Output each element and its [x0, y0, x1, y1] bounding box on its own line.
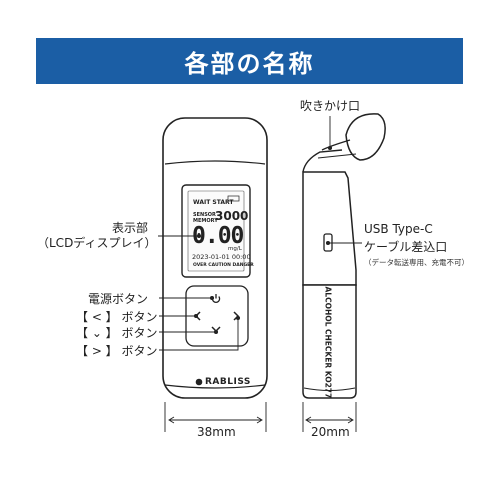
mouthpiece-label: 吹きかけ口: [300, 99, 361, 113]
power-button-label: 電源ボタン: [88, 292, 149, 306]
brand-name: RABLISS: [205, 377, 251, 387]
lcd-wait-start: WAIT START: [193, 199, 234, 206]
lcd-count: 3000: [215, 209, 249, 223]
left-button-label: 【 < 】 ボタン: [76, 310, 158, 324]
right-button-label: 【 > 】 ボタン: [76, 344, 158, 358]
brand-logo-icon: [195, 378, 203, 386]
down-button-label: 【 ⌄ 】 ボタン: [76, 326, 158, 340]
lcd-datetime: 2023-01-01 00:00: [192, 253, 251, 261]
display-label-sub: （LCDディスプレイ）: [37, 236, 157, 250]
side-product-name: ALCOHOL CHECKER KO277: [323, 286, 333, 399]
lcd-warning: OVER CAUTION DANGER: [193, 263, 254, 268]
mouthpiece: [345, 113, 386, 161]
side-device: [302, 113, 386, 399]
lcd-unit: mg/L: [228, 246, 242, 252]
lcd-reading: 0.00: [192, 223, 244, 249]
page-title: 各部の名称: [184, 50, 315, 78]
usb-note: （データ転送専用、充電不可）: [364, 258, 469, 267]
title-banner: 各部の名称: [36, 38, 463, 84]
usb-label-sub: ケーブル差込口: [364, 240, 448, 254]
lcd-sensor-label: SENSOR: [193, 212, 216, 218]
depth-dimension: 20mm: [311, 425, 350, 439]
lcd-screen: [187, 190, 245, 272]
usb-label: USB Type-C: [364, 222, 433, 236]
front-device: [162, 117, 268, 399]
battery-icon: [227, 195, 240, 202]
leader-lines: [158, 116, 362, 432]
display-label: 表示部: [112, 221, 149, 235]
lcd-memory-label: MEMORY: [193, 218, 218, 224]
width-dimension: 38mm: [197, 425, 236, 439]
